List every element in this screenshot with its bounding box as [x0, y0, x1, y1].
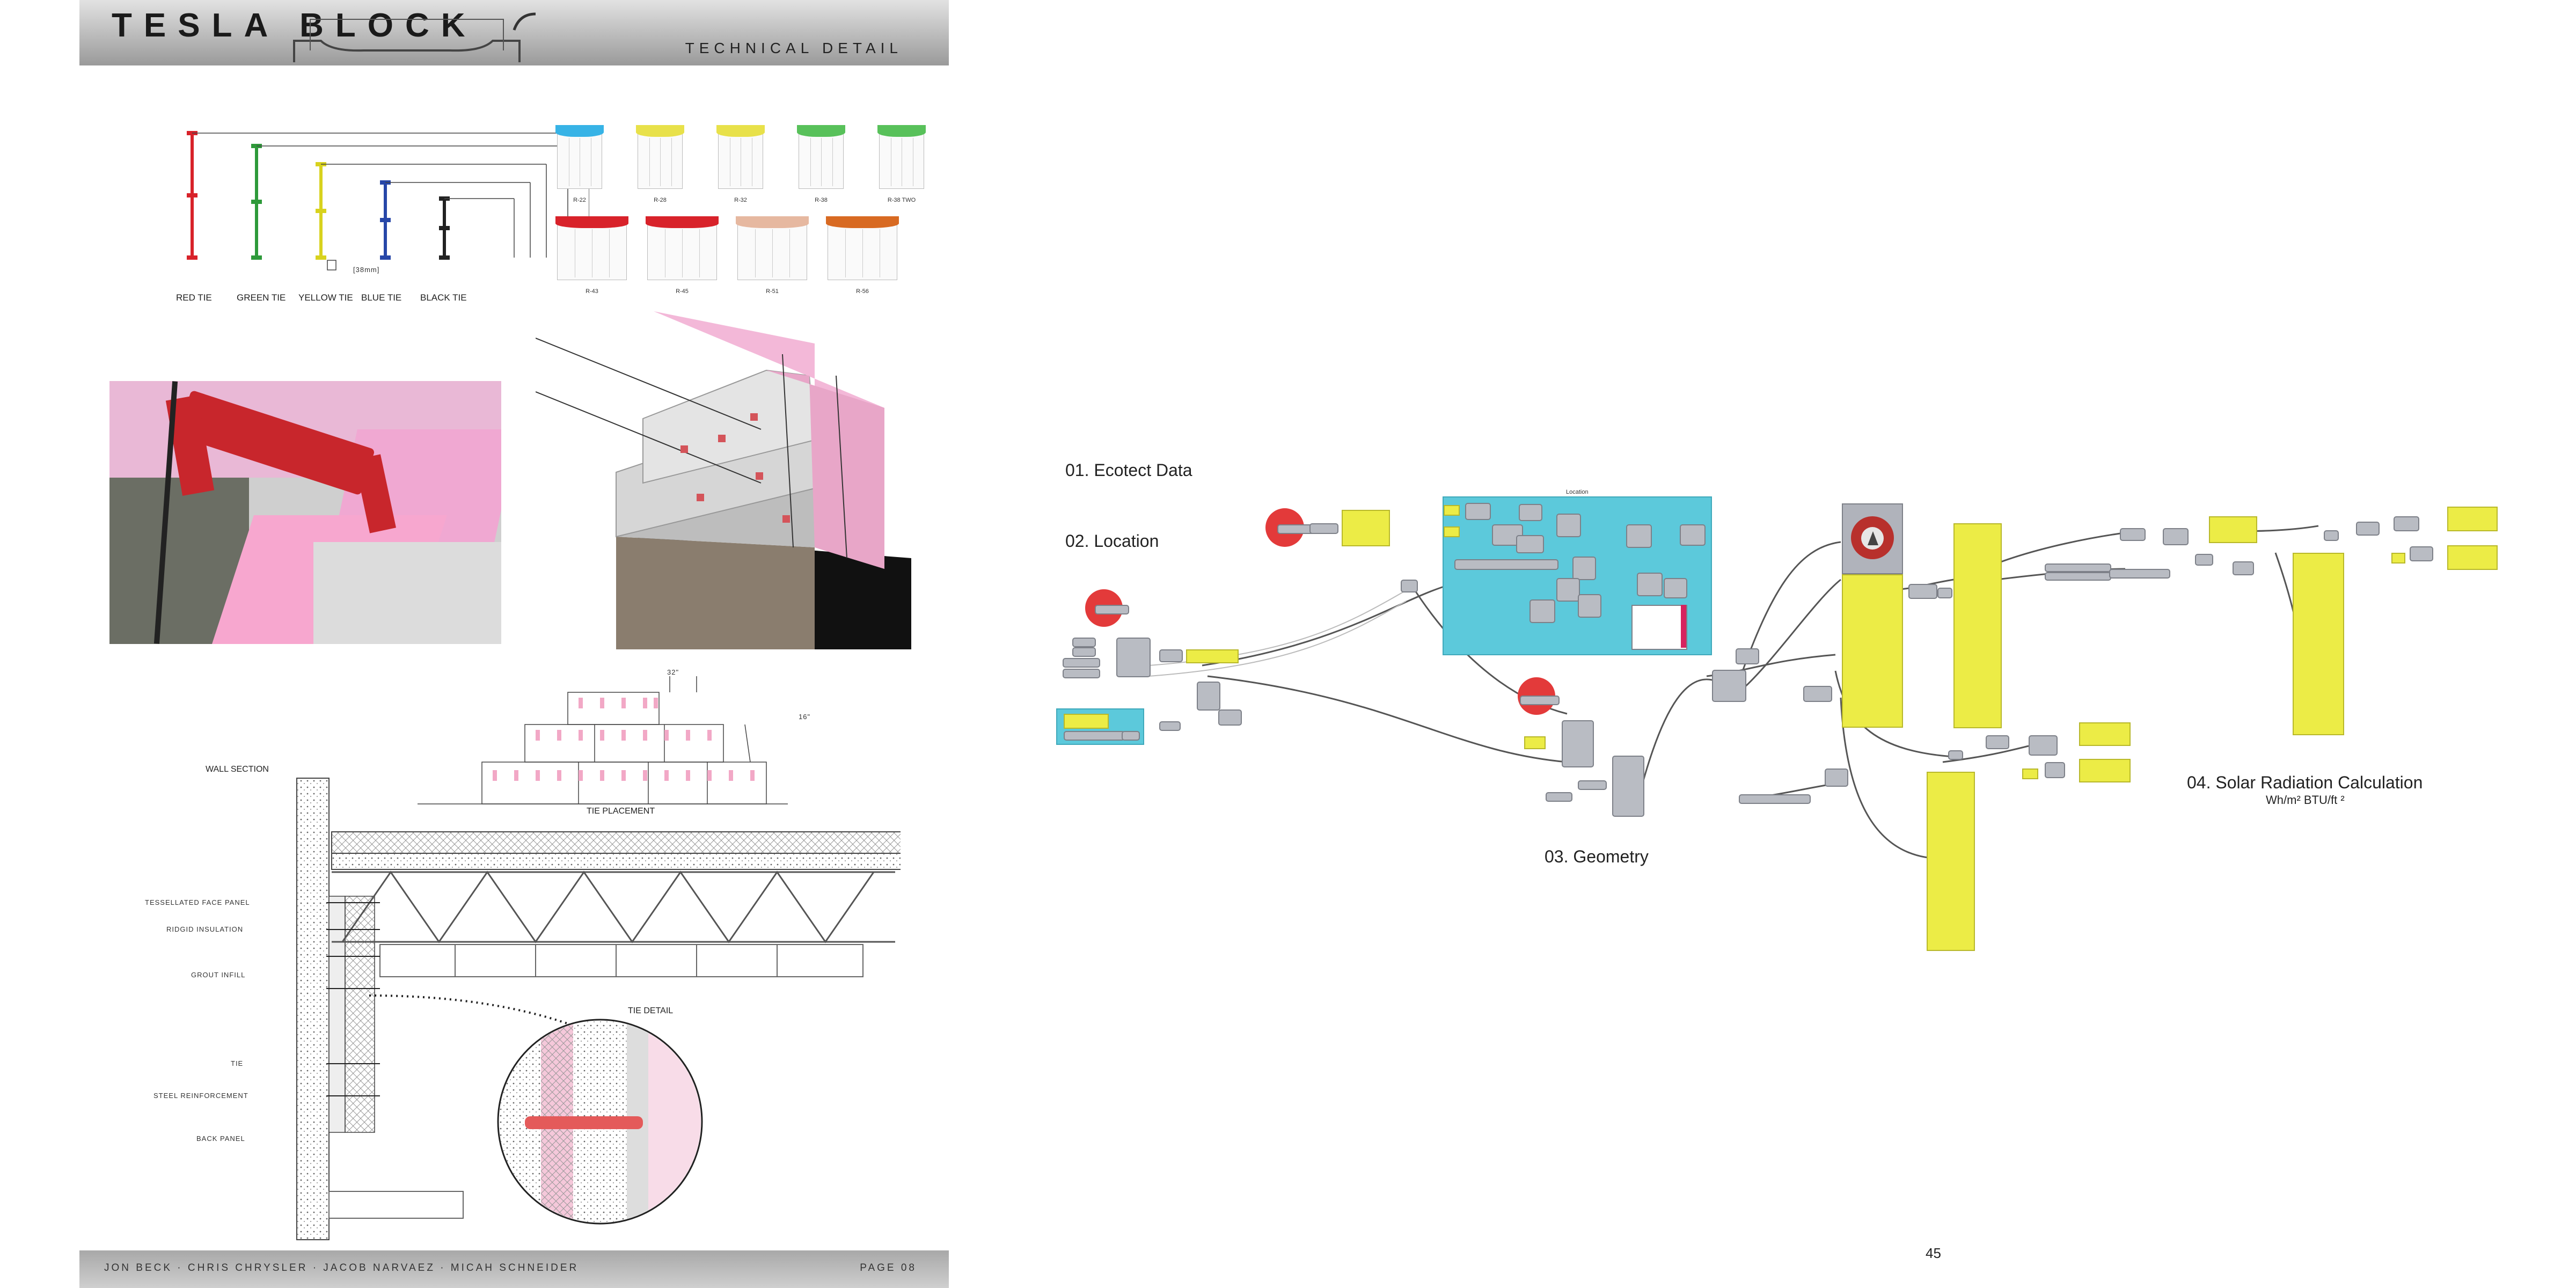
section-geometry: 03. Geometry	[1545, 847, 1649, 866]
tie-panel-label: R-43	[586, 288, 598, 295]
tie-placement-diagram	[418, 676, 788, 804]
placement-tie-25	[729, 770, 733, 781]
radiation-list-3	[1927, 772, 1975, 951]
tie-panel-top-1: R-28	[636, 125, 684, 203]
solar-units: Wh/m² BTU/ft ²	[2266, 793, 2345, 807]
callout-grout: GROUT INFILL	[191, 971, 246, 979]
timezone-group	[1056, 708, 1144, 745]
radiation-list-2	[1953, 523, 2002, 728]
footer-authors: JON BECK · CHRIS CHRYSLER · JACOB NARVAE…	[104, 1262, 579, 1274]
callout-insulation: RIDGID INSULATION	[166, 925, 244, 933]
placement-tie-5	[536, 730, 540, 741]
tie-panel-label: R-38 TWO	[887, 197, 916, 203]
callout-tie: TIE	[231, 1059, 244, 1067]
ecotect-panel	[1342, 510, 1390, 546]
placement-tie-10	[643, 730, 647, 741]
page-title: TESLA BLOCK	[112, 7, 477, 44]
tie-panel-label: R-22	[573, 197, 586, 203]
placement-tie-9	[621, 730, 626, 741]
tie-panel-label: R-28	[654, 197, 667, 203]
tie-label-blue: BLUE TIE	[361, 292, 402, 303]
placement-tie-11	[664, 730, 669, 741]
placement-tie-0	[579, 698, 583, 708]
tie-panel-top-0: R-22	[555, 125, 604, 203]
section-location: 02. Location	[1065, 531, 1159, 551]
tie-panel-top-3: R-38	[797, 125, 845, 203]
left-page: TESLA BLOCK TECHNICAL DETAIL [38mm] RED …	[79, 0, 949, 1288]
tie-panel-bottom-3: R-56	[826, 216, 899, 295]
location-group-label: Location	[1566, 489, 1589, 495]
footer-bar: JON BECK · CHRIS CHRYSLER · JACOB NARVAE…	[79, 1250, 949, 1288]
footer-page-label: PAGE 08	[860, 1262, 917, 1274]
placement-tie-4	[654, 698, 658, 708]
placement-tie-3	[643, 698, 647, 708]
section-ecotect-data: 01. Ecotect Data	[1065, 460, 1192, 480]
placement-tie-1	[600, 698, 604, 708]
tie-label-yellow: YELLOW TIE	[298, 292, 353, 303]
tie-photo	[109, 381, 501, 644]
tie-panel-label: R-32	[734, 197, 747, 203]
tie-panel-label: R-45	[676, 288, 689, 295]
placement-tie-19	[600, 770, 604, 781]
tie-label-black: BLACK TIE	[420, 292, 467, 303]
section-solar-radiation: 04. Solar Radiation Calculation	[2187, 773, 2423, 792]
callout-steel: STEEL REINFORCEMENT	[153, 1092, 248, 1100]
tie-label-red: RED TIE	[176, 292, 212, 303]
tie-dimension: [38mm]	[353, 266, 380, 274]
placement-tie-2	[621, 698, 626, 708]
location-group: Location	[1443, 489, 1712, 655]
tie-panel-bottom-1: R-45	[646, 216, 719, 295]
placement-tie-20	[621, 770, 626, 781]
tie-spacing-dimension: 32"	[667, 668, 679, 676]
page-subtitle: TECHNICAL DETAIL	[685, 40, 903, 56]
tie-panel-label: R-51	[766, 288, 779, 295]
placement-tie-26	[750, 770, 755, 781]
sky-dome-preview	[1842, 503, 1903, 574]
placement-tie-6	[557, 730, 561, 741]
placement-tie-16	[536, 770, 540, 781]
tie-grid: R-22 R-28 R-32 R-38 R-38 TWO R-43 R-45 R-51 R-56	[552, 118, 938, 306]
placement-tie-17	[557, 770, 561, 781]
tie-panel-label: R-38	[815, 197, 828, 203]
radiation-list-4	[2293, 553, 2344, 735]
placement-tie-7	[579, 730, 583, 741]
page-number: 45	[1926, 1245, 1941, 1261]
tie-detail-title: TIE DETAIL	[628, 1006, 674, 1015]
block-profile-logo	[293, 12, 536, 62]
wall-section-drawing	[296, 778, 901, 1240]
tie-panel-top-4: R-38 TWO	[877, 125, 926, 203]
placement-tie-21	[643, 770, 647, 781]
tie-label-green: GREEN TIE	[237, 292, 286, 303]
placement-tie-8	[600, 730, 604, 741]
callout-back-panel: BACK PANEL	[196, 1135, 245, 1143]
tie-panel-bottom-0: R-43	[555, 216, 628, 295]
placement-tie-23	[686, 770, 690, 781]
tie-height-dimension: 16"	[799, 713, 811, 721]
placement-tie-24	[707, 770, 712, 781]
tie-placement-title: TIE PLACEMENT	[587, 807, 655, 816]
placement-tie-15	[514, 770, 518, 781]
radiation-list-1	[1842, 574, 1903, 728]
block-render	[536, 311, 911, 649]
placement-tie-18	[579, 770, 583, 781]
tie-panel-top-2: R-32	[716, 125, 765, 203]
tie-panel-bottom-2: R-51	[736, 216, 809, 295]
placement-tie-14	[493, 770, 497, 781]
placement-tie-13	[707, 730, 712, 741]
wall-section-title: WALL SECTION	[206, 765, 269, 774]
tie-elevations	[187, 131, 589, 270]
header-bar: TESLA BLOCK TECHNICAL DETAIL	[79, 0, 949, 65]
tie-panel-label: R-56	[856, 288, 869, 295]
placement-tie-22	[664, 770, 669, 781]
callout-face-panel: TESSELLATED FACE PANEL	[145, 898, 250, 906]
placement-tie-12	[686, 730, 690, 741]
